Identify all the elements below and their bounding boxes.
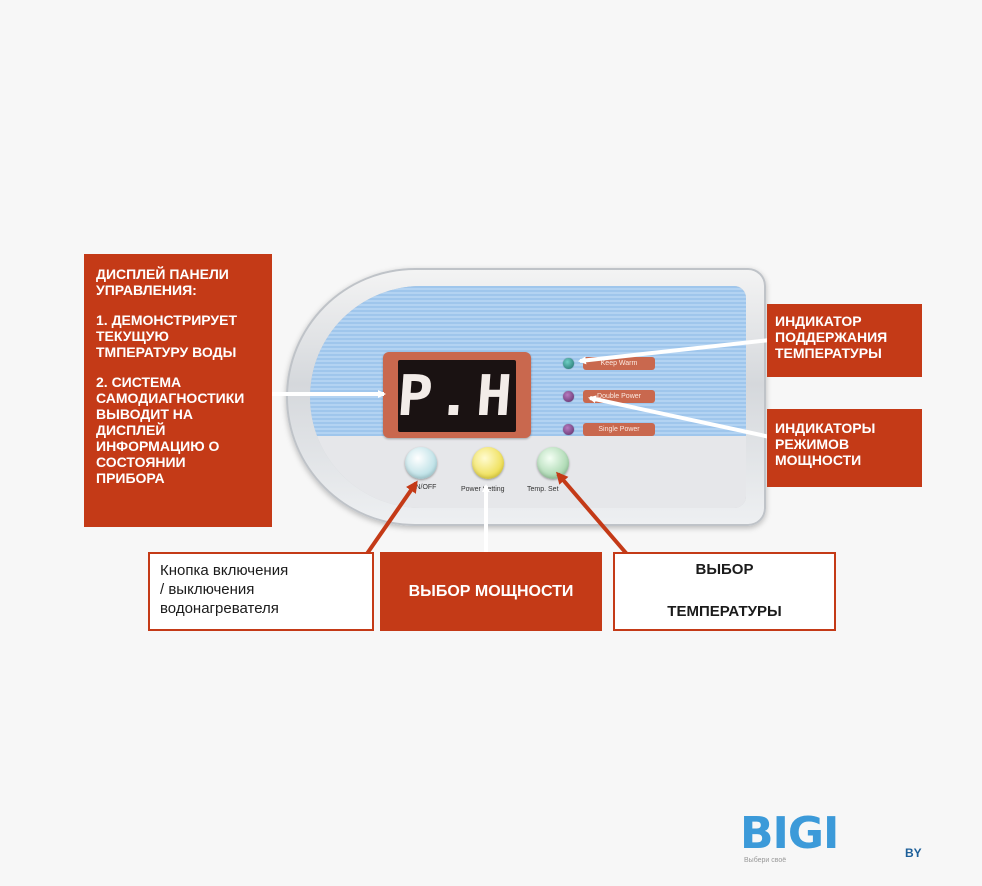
temp-select-line2: ТЕМПЕРАТУРЫ: [615, 602, 834, 621]
power-button-callout: Кнопка включения / выключения водонагрев…: [148, 552, 374, 631]
display-callout-point2: 2. СИСТЕМА САМОДИАГНОСТИКИ ВЫВОДИТ НА ДИ…: [96, 374, 264, 486]
display-callout-point1: 1. ДЕМОНСТРИРУЕТ ТЕКУЩУЮ ТМПЕРАТУРУ ВОДЫ: [96, 312, 264, 360]
temp-select-arrow: [558, 474, 632, 560]
power-indicators-callout: ИНДИКАТОРЫ РЕЖИМОВ МОЩНОСТИ: [767, 409, 922, 487]
onoff-arrow: [364, 483, 416, 558]
display-callout-title: ДИСПЛЕЙ ПАНЕЛИ УПРАВЛЕНИЯ:: [96, 266, 264, 298]
power-indicators-arrow: [590, 398, 770, 437]
bigi-logo: BIGI: [740, 808, 838, 859]
logo-suffix: BY: [905, 846, 922, 860]
power-select-callout: ВЫБОР МОЩНОСТИ: [380, 552, 602, 631]
temp-select-callout: ВЫБОР ТЕМПЕРАТУРЫ: [613, 552, 836, 631]
temp-indicator-arrow: [580, 340, 770, 361]
temp-select-line1: ВЫБОР: [615, 560, 834, 579]
logo-tagline: Выбери своё: [744, 857, 786, 864]
display-panel-callout: ДИСПЛЕЙ ПАНЕЛИ УПРАВЛЕНИЯ: 1. ДЕМОНСТРИР…: [84, 254, 272, 527]
temp-indicator-callout: ИНДИКАТОР ПОДДЕРЖАНИЯ ТЕМПЕРАТУРЫ: [767, 304, 922, 377]
